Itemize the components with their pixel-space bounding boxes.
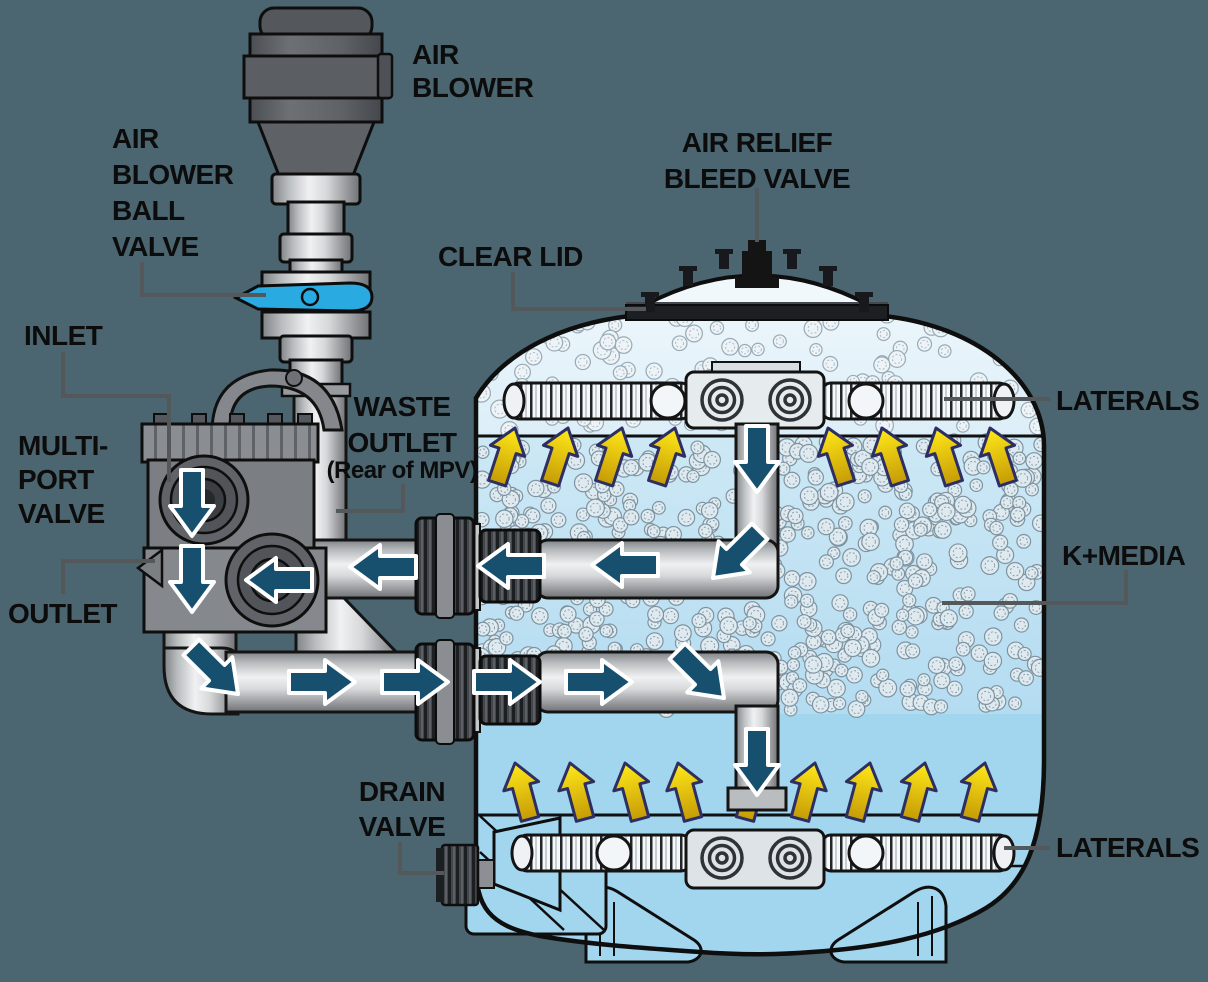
blower-tab xyxy=(376,52,394,100)
label-air-relief-bleed-valve: BLEED VALVE xyxy=(664,163,850,194)
air-relief-bleed-valve xyxy=(735,240,779,288)
label-air-blower-ball-valve: AIR xyxy=(112,123,159,154)
drain-valve-body xyxy=(440,843,480,907)
label-laterals-bottom: LATERALS xyxy=(1056,832,1199,863)
lid-bolts xyxy=(641,249,873,312)
laterals-bottom-row xyxy=(510,828,1016,890)
label-clear-lid: CLEAR LID xyxy=(438,241,583,272)
label-waste-outlet: OUTLET xyxy=(348,427,457,458)
hub-rings xyxy=(700,378,812,422)
labels: AIR BLOWER AIR BLOWER BALL VALVE AIR REL… xyxy=(8,39,1200,863)
pipe-collar xyxy=(278,232,354,264)
pipe-segment xyxy=(286,200,346,238)
label-air-blower-ball-valve: BLOWER xyxy=(112,159,234,190)
blower-band xyxy=(242,54,390,100)
union-collar xyxy=(435,639,455,745)
label-air-blower: AIR xyxy=(412,39,459,70)
label-outlet: OUTLET xyxy=(8,598,117,629)
lateral-end-cap xyxy=(510,834,534,872)
label-air-blower: BLOWER xyxy=(412,72,534,103)
label-drain-valve: DRAIN xyxy=(359,776,445,807)
hub-rings xyxy=(700,836,812,880)
blower-taper xyxy=(255,120,377,180)
lateral-end-cap xyxy=(992,834,1016,872)
mpv-handle-knob xyxy=(285,369,303,387)
leader-waste-outlet xyxy=(336,484,405,513)
label-multi-port-valve: PORT xyxy=(18,464,94,495)
leader-k-media xyxy=(942,570,1128,605)
air-blower-assembly xyxy=(232,6,394,398)
pipe-collar xyxy=(278,334,354,364)
tank-legs xyxy=(464,815,948,964)
label-air-relief-bleed-valve: AIR RELIEF xyxy=(682,127,833,158)
handle-bolt xyxy=(300,287,320,307)
pipe-collar xyxy=(270,172,362,206)
clear-lid-assembly xyxy=(625,240,889,321)
leg-rib-lines xyxy=(917,896,933,956)
label-air-blower-ball-valve: VALVE xyxy=(112,231,199,262)
lateral-coupler xyxy=(595,834,633,872)
leader-clear-lid xyxy=(511,272,646,311)
lateral-coupler xyxy=(649,382,687,420)
lateral-end-cap xyxy=(502,382,526,420)
leader-drain-valve xyxy=(398,842,444,875)
drain-stem xyxy=(477,859,495,889)
label-multi-port-valve: VALVE xyxy=(18,498,105,529)
lateral-coupler xyxy=(847,834,885,872)
leader-inlet xyxy=(61,352,171,482)
label-inlet: INLET xyxy=(24,320,103,351)
leader-lines xyxy=(61,188,1128,875)
label-waste-outlet: WASTE xyxy=(353,391,450,422)
mpv-handle xyxy=(210,368,344,434)
label-waste-outlet-note: (Rear of MPV) xyxy=(327,457,478,484)
label-multi-port-valve: MULTI- xyxy=(18,430,108,461)
leader-ball-valve xyxy=(140,262,266,297)
label-laterals-top: LATERALS xyxy=(1056,385,1199,416)
label-air-blower-ball-valve: BALL xyxy=(112,195,185,226)
lid-flange xyxy=(625,304,889,321)
valve-bottom-collar xyxy=(260,310,372,340)
label-drain-valve: VALVE xyxy=(359,811,446,842)
label-k-media: K+MEDIA xyxy=(1062,540,1186,571)
leader-outlet xyxy=(61,559,155,594)
lateral-coupler xyxy=(847,382,885,420)
union-collar xyxy=(435,513,455,619)
